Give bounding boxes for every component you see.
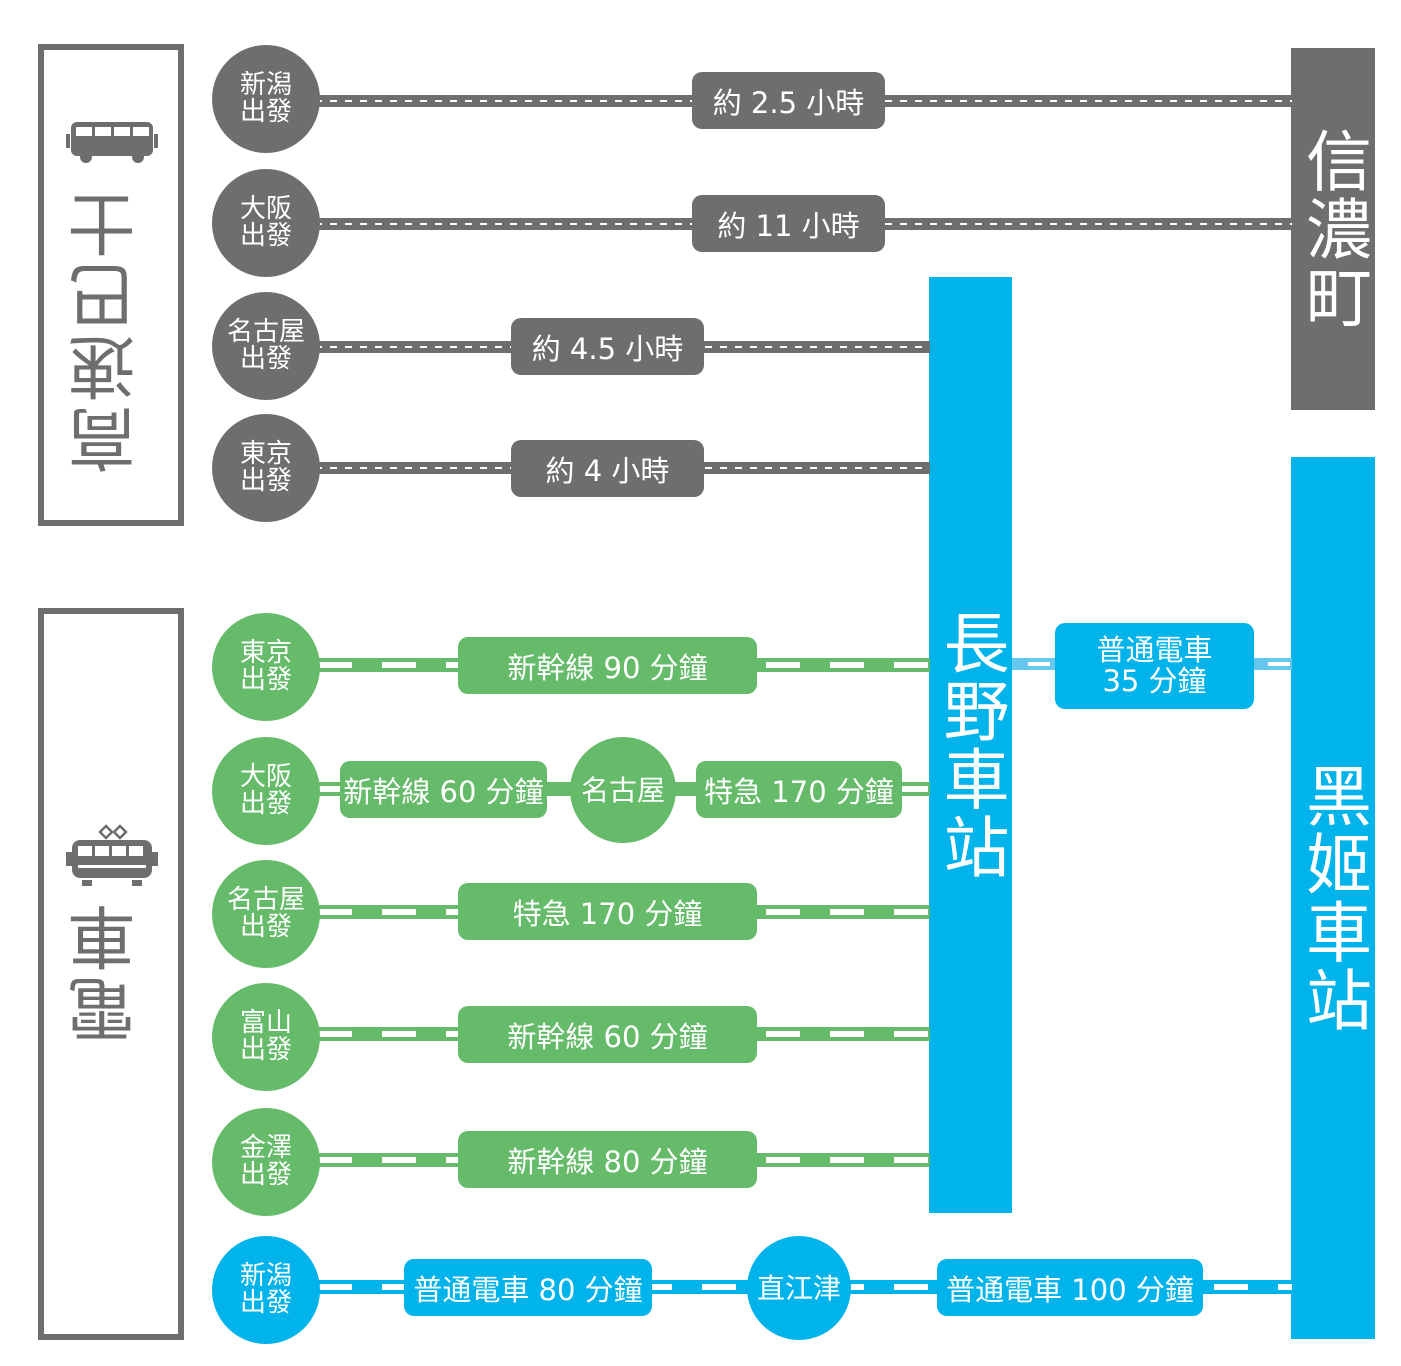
origin-depart: 出發	[239, 1288, 292, 1318]
transfer-pill: 普通電車 35 分鐘	[1055, 623, 1254, 709]
origin-circle: 名古屋 出發	[212, 860, 320, 968]
station-nagano-label: 長野車站	[932, 609, 1010, 881]
station-shinanomachi: 信濃町	[1291, 48, 1375, 410]
origin-circle: 東京 出發	[212, 613, 320, 721]
origin-name: 大阪	[239, 194, 292, 224]
origin-circle: 東京 出發	[212, 414, 320, 522]
via-circle: 名古屋	[570, 737, 676, 843]
origin-name: 新潟	[239, 70, 292, 100]
origin-name: 東京	[239, 638, 292, 668]
origin-depart: 出發	[239, 466, 292, 496]
train-category-label: 電車	[69, 900, 148, 1044]
origin-depart: 出發	[239, 221, 292, 251]
origin-depart: 出發	[239, 912, 292, 942]
origin-name: 新潟	[239, 1261, 292, 1291]
origin-depart: 出發	[239, 1160, 292, 1190]
duration-pill: 普通電車 80 分鐘	[404, 1259, 652, 1316]
duration-pill: 新幹線 60 分鐘	[458, 1006, 757, 1063]
station-kurohime: 黑姬車站	[1291, 457, 1375, 1339]
station-kurohime-label: 黑姬車站	[1295, 762, 1372, 1034]
duration-pill: 普通電車 100 分鐘	[937, 1259, 1203, 1316]
origin-name: 富山	[239, 1008, 292, 1038]
duration-pill: 新幹線 90 分鐘	[458, 637, 757, 694]
duration-pill: 新幹線 60 分鐘	[340, 761, 547, 818]
duration-pill: 特急 170 分鐘	[458, 883, 757, 940]
bus-icon	[66, 122, 158, 163]
bus-category-label: 高速巴士	[69, 186, 148, 474]
station-nagano: 長野車站	[929, 277, 1012, 1213]
origin-depart: 出發	[239, 97, 292, 127]
origin-circle: 新潟 出發	[212, 45, 320, 153]
origin-depart: 出發	[239, 344, 292, 374]
transfer-type: 普通電車	[1096, 633, 1213, 667]
origin-circle: 金澤 出發	[212, 1108, 320, 1216]
origin-name: 金澤	[239, 1133, 292, 1163]
via-circle: 直江津	[747, 1236, 851, 1340]
transfer-duration: 35 分鐘	[1102, 664, 1207, 698]
duration-pill: 約 4 小時	[511, 440, 704, 497]
duration-pill: 新幹線 80 分鐘	[458, 1131, 757, 1188]
duration-pill: 約 2.5 小時	[692, 72, 885, 129]
origin-depart: 出發	[239, 665, 292, 695]
origin-name: 名古屋	[226, 317, 305, 347]
origin-circle: 大阪 出發	[212, 169, 320, 277]
origin-depart: 出發	[239, 1035, 292, 1065]
duration-pill: 約 4.5 小時	[511, 318, 704, 375]
train-icon	[66, 824, 158, 886]
origin-name: 大阪	[239, 762, 292, 792]
origin-circle: 名古屋 出發	[212, 292, 320, 400]
duration-pill: 約 11 小時	[692, 195, 885, 252]
origin-name: 東京	[239, 439, 292, 469]
origin-circle: 富山 出發	[212, 983, 320, 1091]
origin-depart: 出發	[239, 789, 292, 819]
duration-pill: 特急 170 分鐘	[696, 761, 902, 818]
origin-circle: 新潟 出發	[212, 1236, 320, 1344]
origin-name: 名古屋	[226, 885, 305, 915]
station-shinanomachi-label: 信濃町	[1295, 127, 1372, 331]
origin-circle: 大阪 出發	[212, 737, 320, 845]
train-category-box	[38, 608, 184, 1340]
